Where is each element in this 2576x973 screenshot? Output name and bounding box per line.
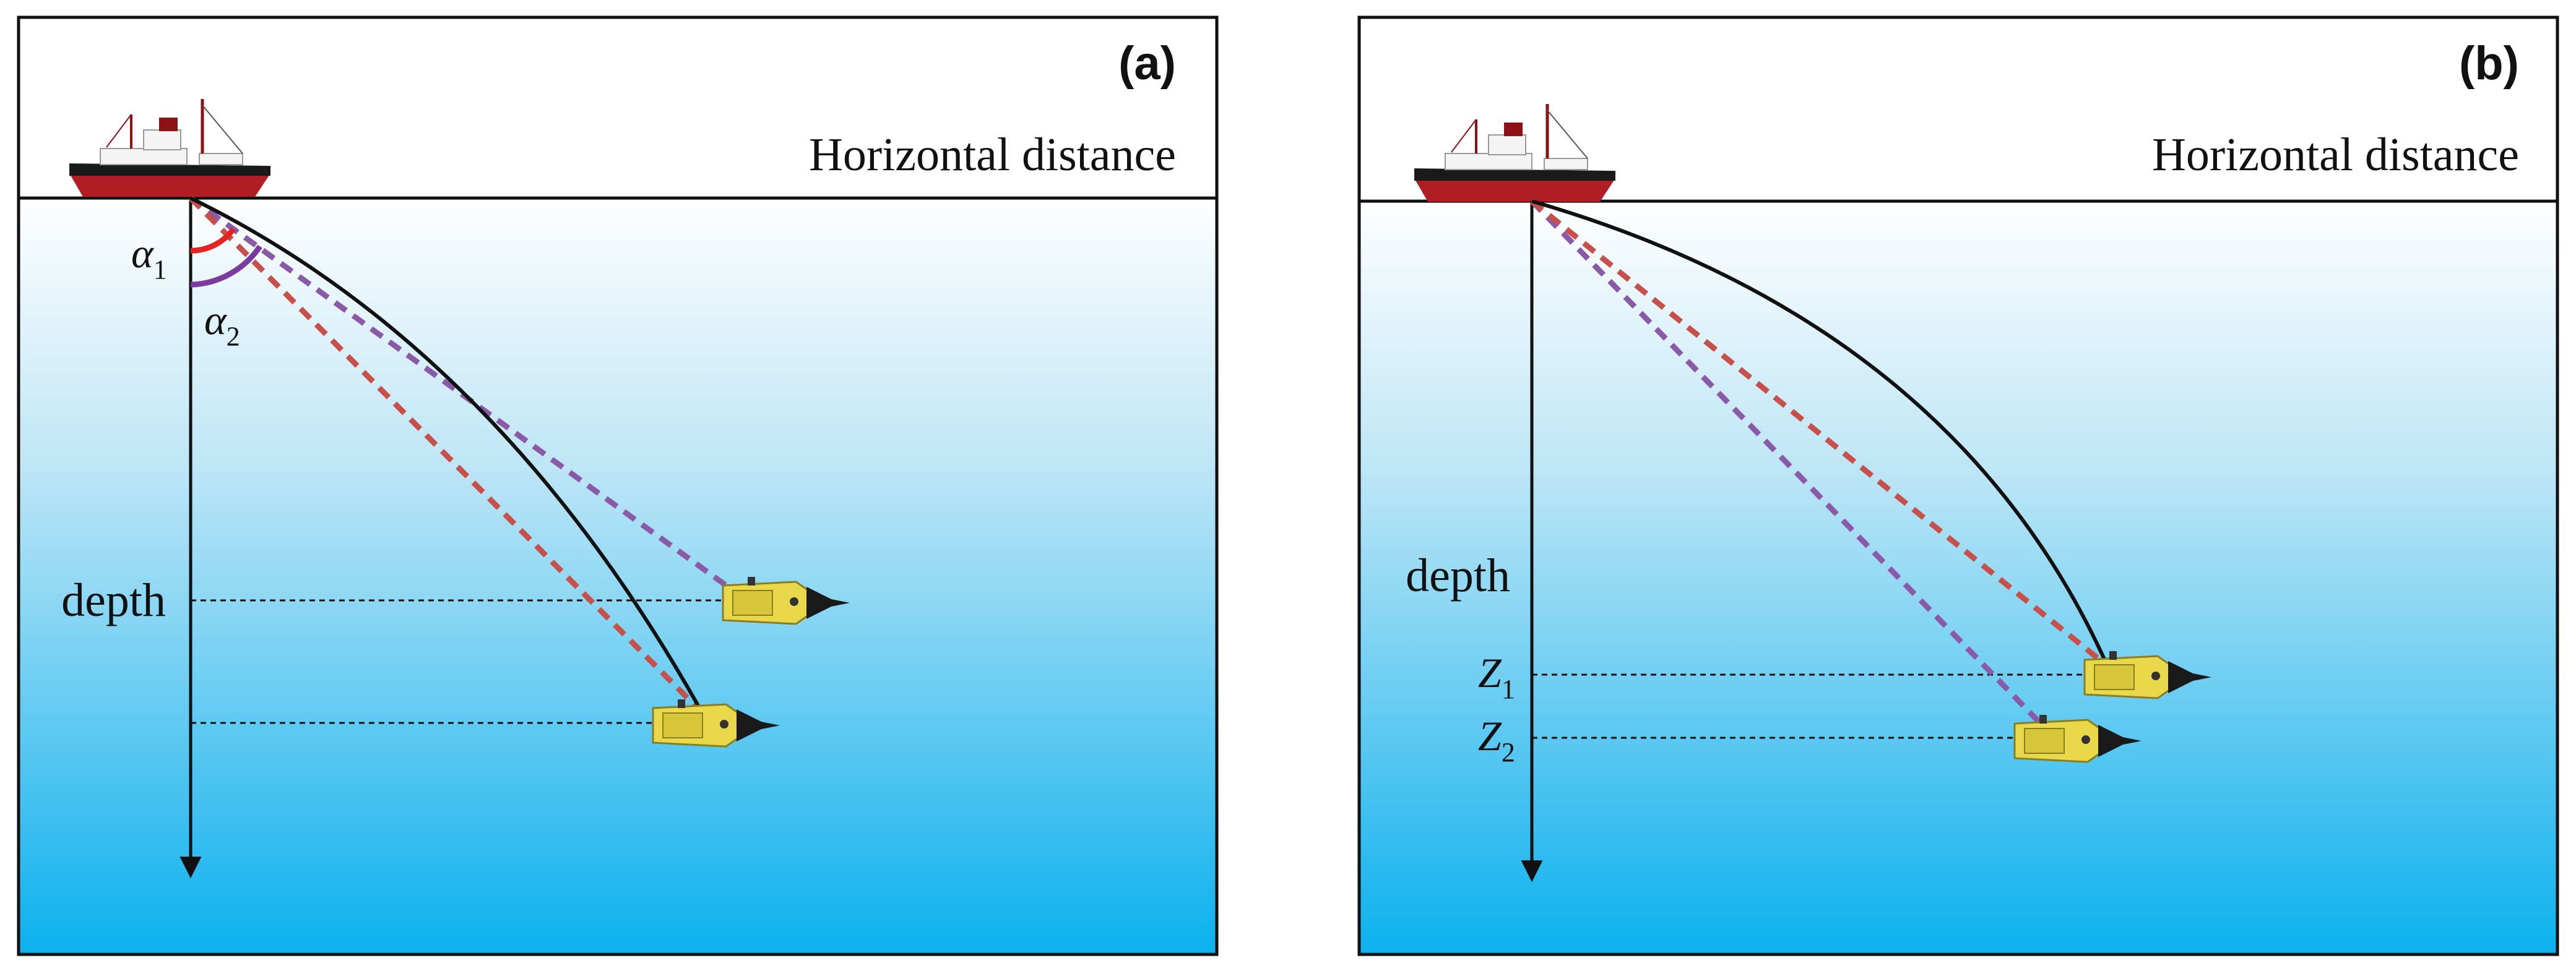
alpha1-label: α1 — [131, 230, 167, 285]
panel-b: (b) Horizontal distance depth Z1 Z2 — [1357, 15, 2559, 956]
panel-a: (a) Horizontal distance depth α1 α2 — [17, 15, 1219, 956]
ship-icon — [1414, 104, 1615, 202]
red-dashed-line-b — [1530, 199, 2103, 664]
water-region-b — [1359, 201, 2557, 954]
panel-a-frame — [17, 15, 1219, 956]
panel-b-frame — [1357, 15, 2559, 956]
z2-label: Z2 — [1478, 712, 1515, 768]
horizontal-distance-label-a: Horizontal distance — [809, 129, 1176, 181]
depth-label-b: depth — [1406, 550, 1510, 602]
ship-icon — [69, 99, 270, 197]
z1-label: Z1 — [1478, 649, 1515, 704]
angle-arc-alpha2 — [190, 244, 262, 288]
panel-a-tag: (a) — [1118, 37, 1176, 90]
purple-dashed-line-b — [1529, 199, 2045, 728]
tether-cable-a — [189, 196, 700, 707]
tether-cable-b — [1531, 199, 2106, 660]
depth-label-a: depth — [61, 574, 166, 626]
angle-arc-alpha1 — [190, 227, 236, 254]
horizontal-distance-label-b: Horizontal distance — [2152, 129, 2519, 181]
alpha2-label: α2 — [204, 296, 240, 352]
panel-b-tag: (b) — [2459, 37, 2519, 90]
red-dashed-line-a — [188, 196, 701, 711]
